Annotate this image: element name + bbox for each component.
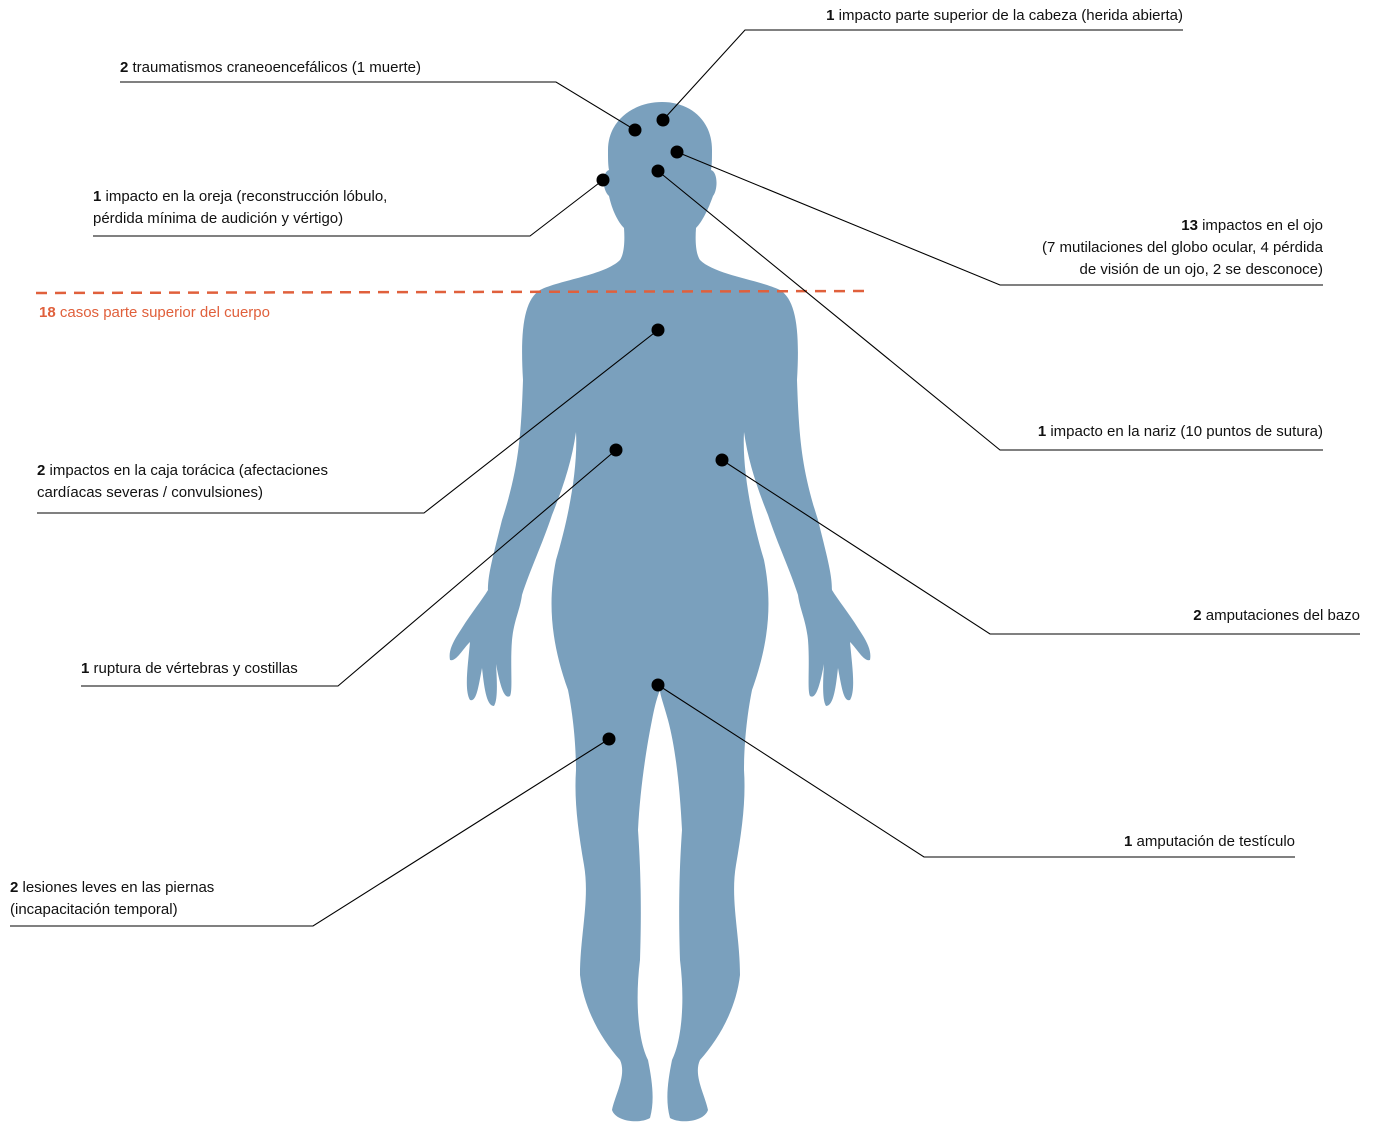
label-text: amputación de testículo: [1132, 833, 1295, 850]
upper-body-count-label: 18 casos parte superior del cuerpo: [39, 302, 270, 324]
label-testicle: 1 amputación de testículo: [1124, 831, 1295, 853]
label-text: impacto en la nariz (10 puntos de sutura…: [1046, 423, 1323, 440]
dot-spleen: [716, 454, 729, 467]
leader-tce: [120, 82, 635, 130]
leader-head-top: [663, 30, 1183, 120]
dot-head-top: [657, 114, 670, 127]
dot-legs: [603, 733, 616, 746]
label-count: 1: [1038, 423, 1046, 440]
body-silhouette: [450, 102, 871, 1121]
dot-testicle: [652, 679, 665, 692]
label-eye: 13 impactos en el ojo (7 mutilaciones de…: [1042, 215, 1323, 281]
label-spleen: 2 amputaciones del bazo: [1193, 605, 1360, 627]
label-text-line2: pérdida mínima de audición y vértigo): [93, 208, 387, 230]
label-ribcage: 2 impactos en la caja torácica (afectaci…: [37, 460, 328, 504]
label-count: 2: [1193, 607, 1201, 624]
label-head-top: 1 impacto parte superior de la cabeza (h…: [826, 5, 1183, 27]
label-text: traumatismos craneoencefálicos (1 muerte…: [128, 59, 421, 76]
label-text-line3: de visión de un ojo, 2 se desconoce): [1042, 259, 1323, 281]
upper-body-count: 18: [39, 304, 56, 321]
label-text: impacto en la oreja (reconstrucción lóbu…: [101, 188, 387, 205]
dot-vertebrae: [610, 444, 623, 457]
label-text: lesiones leves en las piernas: [18, 879, 214, 896]
label-text: impactos en el ojo: [1198, 217, 1323, 234]
label-count: 13: [1181, 217, 1198, 234]
label-text-line2: (7 mutilaciones del globo ocular, 4 pérd…: [1042, 237, 1323, 259]
label-text: impactos en la caja torácica (afectacion…: [45, 462, 328, 479]
label-text: impacto parte superior de la cabeza (her…: [834, 7, 1183, 24]
dot-ear: [597, 174, 610, 187]
dot-nose: [652, 165, 665, 178]
dot-ribcage: [652, 324, 665, 337]
label-vertebrae: 1 ruptura de vértebras y costillas: [81, 658, 298, 680]
label-text-line2: cardíacas severas / convulsiones): [37, 482, 328, 504]
label-legs: 2 lesiones leves en las piernas (incapac…: [10, 877, 214, 921]
label-text: amputaciones del bazo: [1202, 607, 1360, 624]
dot-tce: [629, 124, 642, 137]
label-text: ruptura de vértebras y costillas: [89, 660, 297, 677]
label-nose: 1 impacto en la nariz (10 puntos de sutu…: [1038, 421, 1323, 443]
upper-body-count-text: casos parte superior del cuerpo: [56, 304, 270, 321]
dot-eye: [671, 146, 684, 159]
label-text-line2: (incapacitación temporal): [10, 899, 214, 921]
label-ear: 1 impacto en la oreja (reconstrucción ló…: [93, 186, 387, 230]
label-tce: 2 traumatismos craneoencefálicos (1 muer…: [120, 57, 421, 79]
